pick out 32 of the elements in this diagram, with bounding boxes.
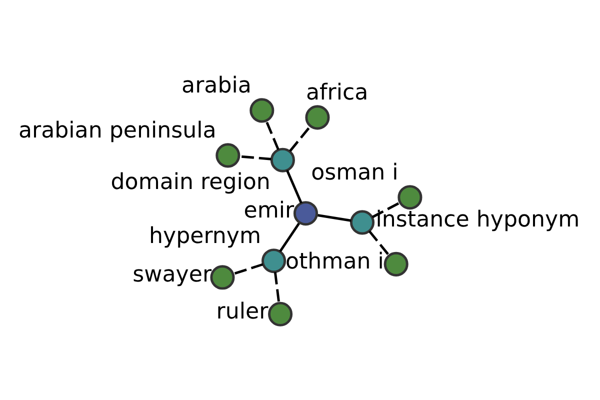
node-label: emir	[244, 198, 294, 224]
node-label: othman i	[286, 248, 384, 274]
node-circle	[384, 252, 408, 276]
node-circle	[398, 185, 422, 210]
node-circle	[293, 201, 318, 226]
connector	[232, 263, 264, 276]
connector	[274, 272, 280, 303]
node-circle	[270, 148, 295, 172]
connector	[265, 120, 280, 150]
node-label: swayer	[132, 262, 212, 288]
node-label: domain region	[110, 168, 270, 195]
node-label: arabia	[182, 72, 252, 99]
connector	[318, 214, 352, 222]
node-label: instance hyponym	[376, 206, 580, 233]
connector	[368, 230, 390, 256]
node-label: arabian peninsula	[18, 117, 216, 144]
node-circle	[250, 98, 274, 123]
node-label: hypernym	[149, 222, 262, 249]
node-label: ruler	[216, 298, 268, 324]
node-circle	[210, 265, 235, 290]
connector	[286, 170, 302, 204]
connector	[279, 222, 300, 252]
node-circle	[350, 210, 375, 235]
connector	[289, 126, 311, 152]
node-label: osman i	[311, 159, 398, 186]
node-circle	[268, 302, 293, 326]
node-circle	[216, 143, 240, 168]
node-circle	[305, 105, 330, 130]
node-circle	[262, 248, 286, 274]
connector	[372, 202, 400, 218]
node-label: africa	[306, 80, 368, 106]
connector	[239, 155, 272, 160]
